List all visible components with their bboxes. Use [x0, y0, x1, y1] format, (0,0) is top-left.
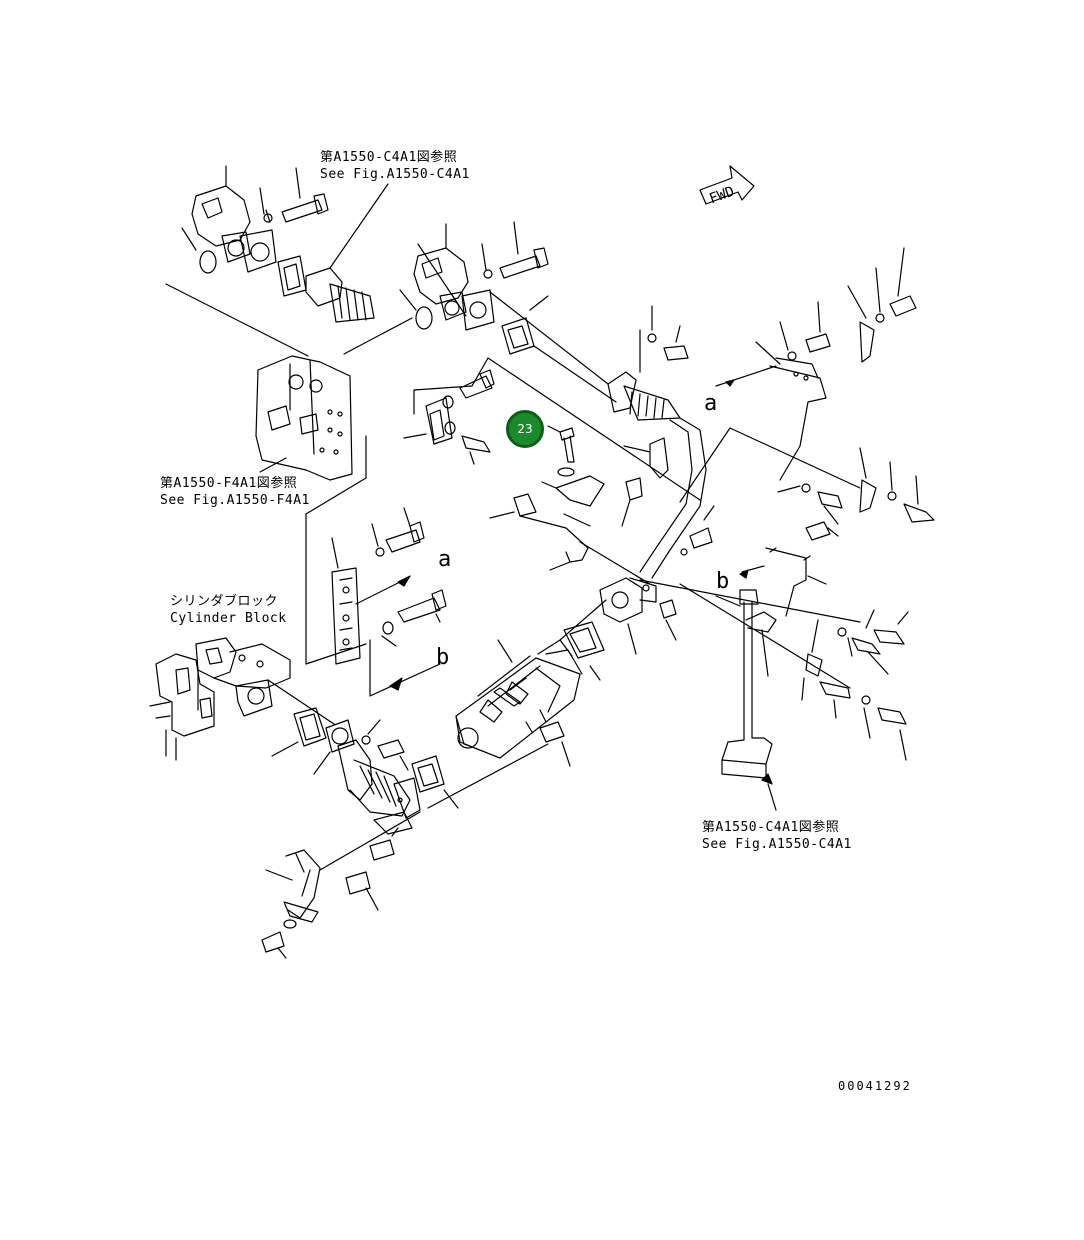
ref-label-3-en: See Fig.A1550-C4A1 — [702, 837, 852, 852]
bolt-pipe-end — [689, 505, 715, 549]
bolt-mid-right-2 — [805, 521, 839, 541]
flex-pipe-upper-right — [607, 371, 707, 579]
bolt-top-right-2 — [889, 247, 917, 317]
svg-text:FWD: FWD — [707, 184, 736, 208]
svg-text:b: b — [436, 645, 449, 670]
exhaust-bracket-left — [331, 537, 361, 665]
ref-label-2-jp: 第A1550-F4A1図参照 — [160, 476, 298, 491]
elbow-pipe-right — [715, 589, 777, 779]
bolt-right-lower-2 — [865, 609, 909, 645]
bolt-right-lower-1 — [851, 637, 889, 675]
mounting-plate-left — [255, 355, 353, 481]
bolt-cooler-1 — [539, 721, 571, 767]
gasket-cooler-upper — [563, 621, 605, 681]
clamp-right-lower-1 — [801, 619, 823, 701]
ref-label-2-en: See Fig.A1550-F4A1 — [160, 493, 310, 508]
egr-valve-upper-left — [181, 165, 277, 274]
bolt-center-lower — [461, 435, 491, 465]
ref-label-1-en: See Fig.A1550-C4A1 — [320, 167, 470, 182]
bolt-lower-1 — [377, 739, 409, 771]
bracket-lower-left — [265, 849, 321, 923]
bracket-b-right — [765, 547, 827, 617]
gasket-lower-left — [271, 707, 327, 757]
bolt-right-1 — [663, 325, 689, 361]
bolt-right-mid — [903, 475, 935, 523]
bolt-mid-right — [817, 491, 843, 525]
bracket-center-small — [541, 475, 605, 507]
part-callout-23[interactable]: 23 — [506, 410, 544, 448]
svg-text:a: a — [438, 547, 451, 572]
gasket-cooler-right — [411, 755, 459, 809]
bracket-top-right — [769, 357, 827, 481]
svg-text:a: a — [704, 391, 717, 416]
flex-pipe-upper-left — [305, 267, 375, 323]
bolt-center-upper — [459, 369, 495, 399]
cylinder-block — [149, 637, 291, 761]
bolt-upper-middle — [499, 221, 549, 279]
svg-text:b: b — [716, 569, 729, 594]
ref-label-3-jp: 第A1550-C4A1図参照 — [702, 820, 840, 835]
bolt-callout-23 — [547, 425, 575, 463]
clip-center-2 — [621, 477, 643, 527]
clip-center — [623, 437, 669, 479]
drawing-number: 00041292 — [838, 1079, 912, 1093]
clip-top-right — [847, 285, 875, 363]
gasket-upper-left — [277, 255, 307, 297]
egr-cooler — [455, 639, 583, 759]
fwd-arrow-icon: FWD — [699, 165, 755, 208]
clamp-right-lower-2 — [819, 681, 851, 719]
clip-right-mid — [859, 447, 877, 513]
bolt-lower-2 — [345, 871, 379, 911]
bolt-lower-3 — [369, 827, 399, 861]
cylinder-block-label-en: Cylinder Block — [170, 611, 287, 626]
ref-label-1-jp: 第A1550-C4A1図参照 — [320, 150, 458, 165]
gasket-upper-middle — [501, 295, 549, 355]
bracket-center-upper — [403, 397, 453, 445]
bolt-lower-bracket — [261, 931, 287, 959]
bolt-left-bracket-1 — [385, 507, 425, 553]
cylinder-block-label-jp: シリンダブロック — [170, 594, 279, 609]
bolt-right-lower-3 — [877, 707, 907, 761]
bracket-center-long — [489, 493, 591, 571]
bolt-left-bracket-2 — [397, 589, 447, 623]
bolt-top-right-1 — [805, 301, 831, 353]
flex-pipe-lower — [337, 739, 421, 835]
callout-number: 23 — [517, 422, 533, 436]
egr-valve-upper-middle — [399, 223, 495, 331]
flange-lower — [313, 719, 355, 775]
bolt-top-left — [281, 167, 329, 223]
pipe-connector-center — [599, 577, 677, 655]
